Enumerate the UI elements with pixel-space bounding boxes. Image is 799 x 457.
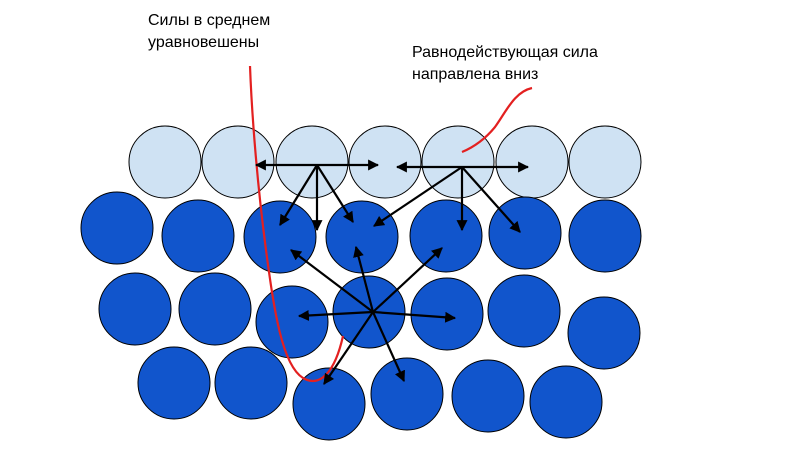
bulk-molecule: [568, 199, 642, 273]
balanced-forces-pointer-line: [248, 65, 345, 382]
bulk-force-arrow: [371, 311, 406, 383]
surface-force-arrow: [279, 164, 318, 226]
bulk-force-arrow: [323, 311, 374, 385]
bulk-force-arrow: [372, 247, 443, 313]
bulk-molecule: [409, 199, 483, 273]
bulk-molecule: [292, 367, 366, 441]
bulk-molecules: [80, 191, 642, 441]
bulk-molecule: [529, 365, 603, 439]
bulk-force-arrow: [290, 249, 374, 313]
surface-molecule: [201, 125, 275, 199]
bulk-force-arrow: [297, 309, 374, 321]
surface-force-arrow: [373, 166, 463, 227]
bulk-molecule: [98, 272, 172, 346]
surface-force-arrow: [461, 166, 521, 233]
surface-molecule: [348, 125, 422, 199]
bulk-molecule: [161, 199, 235, 273]
bulk-molecule: [410, 277, 484, 351]
bulk-molecule: [137, 346, 211, 420]
surface-molecule: [568, 125, 642, 199]
balanced-forces-label-line1: Силы в среднем: [148, 12, 271, 29]
pointer-lines: [248, 65, 533, 382]
bulk-force-arrow: [372, 310, 457, 323]
bulk-molecule: [370, 357, 444, 431]
balanced-forces-label: Силы в среднем уравновешены: [148, 10, 270, 54]
surface-molecule: [275, 125, 349, 199]
resultant-force-label-line1: Равнодействующая сила: [412, 44, 598, 61]
bulk-molecule: [214, 346, 288, 420]
surface-molecules-row: [128, 125, 642, 199]
bulk-molecule: [487, 274, 561, 348]
bulk-molecule: [567, 296, 641, 370]
bulk-molecule: [243, 200, 317, 274]
bulk-molecule: [325, 200, 399, 274]
resultant-force-label: Равнодействующая сила направлена вниз: [412, 42, 598, 86]
resultant-force-label-line2: направлена вниз: [412, 66, 539, 83]
bulk-force-arrow: [353, 245, 375, 313]
bulk-molecule: [80, 191, 154, 265]
surface-molecule: [128, 125, 202, 199]
resultant-force-pointer-line: [461, 86, 533, 154]
bulk-molecule: [255, 285, 329, 359]
bulk-molecule: [451, 359, 525, 433]
balanced-forces-label-line2: уравновешены: [148, 34, 260, 51]
surface-force-arrow: [316, 164, 354, 223]
force-arrows: [254, 159, 530, 385]
bulk-molecule: [488, 196, 562, 270]
surface-molecule: [495, 125, 569, 199]
bulk-molecule: [178, 272, 252, 346]
